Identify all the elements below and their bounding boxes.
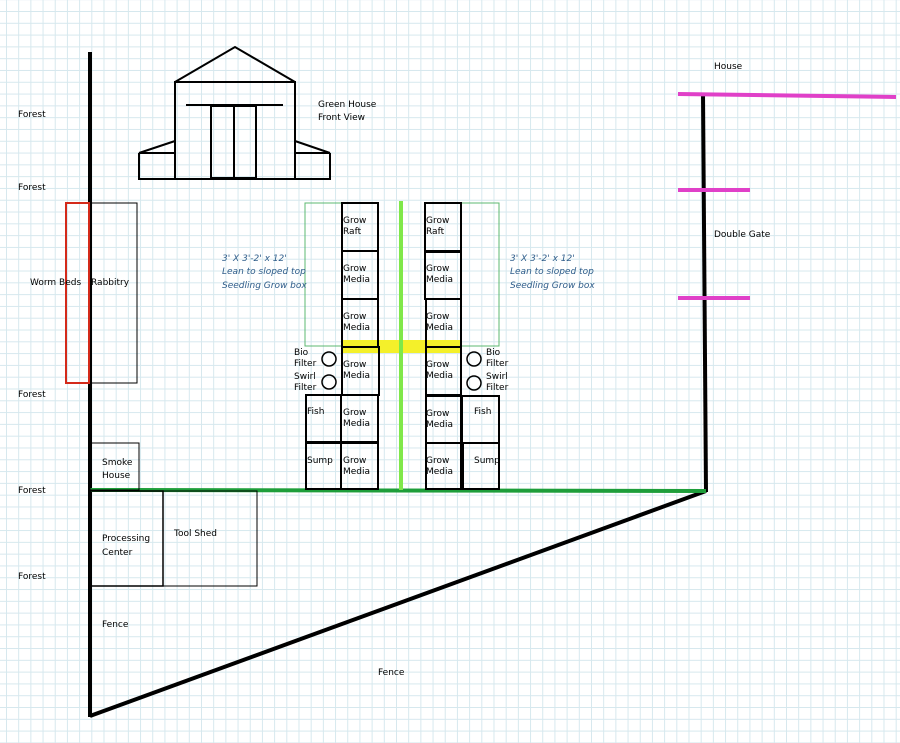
grow-media-label: Grow	[343, 360, 366, 370]
grow-media-label-2: Media	[426, 323, 453, 333]
grow-media-label-2: Media	[343, 419, 370, 429]
bio-filter-label: Bio	[486, 348, 501, 358]
forest-label: Forest	[18, 183, 46, 193]
grow-media-label: Grow	[426, 312, 449, 322]
tool-shed-label: Tool Shed	[173, 529, 217, 539]
greenhouse-boundary-line	[89, 488, 707, 493]
processing-center-label: Processing	[102, 534, 150, 544]
forest-label: Forest	[18, 486, 46, 496]
right-boundary-line	[701, 92, 708, 493]
grow-media-label-2: Media	[426, 420, 453, 430]
grow-raft-label-2: Raft	[426, 227, 445, 237]
forest-label: Forest	[18, 110, 46, 120]
swirl-filter-label: Swirl	[294, 372, 316, 382]
grow-media-label: Grow	[343, 456, 366, 466]
swirl-filter-label: Swirl	[486, 372, 508, 382]
seedling-note-left-3: Seedling Grow box	[222, 281, 307, 291]
grow-media-label-2: Media	[343, 275, 370, 285]
fence-line	[89, 489, 707, 718]
grow-media-label-2: Media	[343, 323, 370, 333]
grow-media-label: Grow	[343, 312, 366, 322]
left-grow-beds	[305, 202, 380, 490]
grow-media-label: Grow	[343, 408, 366, 418]
seedling-note-left: 3' X 3'-2' x 12'	[222, 254, 287, 264]
swirl-filter-label-2: Filter	[486, 383, 509, 393]
grow-media-label: Grow	[426, 264, 449, 274]
worm-beds-box	[65, 202, 90, 384]
seedling-grow-box-right	[460, 202, 500, 347]
fish-tank-label: Fish	[474, 407, 491, 417]
seedling-note-right: 3' X 3'-2' x 12'	[510, 254, 575, 264]
smoke-house-label: Smoke	[102, 458, 133, 468]
grow-media-label: Grow	[426, 456, 449, 466]
grow-media-label: Grow	[343, 264, 366, 274]
smoke-house-label-2: House	[102, 471, 131, 481]
fence-label: Fence	[102, 620, 129, 630]
sump-label: Sump	[307, 456, 333, 466]
smoke-house-box	[89, 442, 140, 491]
forest-label: Forest	[18, 572, 46, 582]
grow-media-label-2: Media	[343, 371, 370, 381]
seedling-note-left-2: Lean to sloped top	[222, 267, 306, 277]
grow-media-label: Grow	[426, 360, 449, 370]
grow-raft-label-2: Raft	[343, 227, 362, 237]
fence-label: Fence	[378, 668, 405, 678]
sump-label: Sump	[474, 456, 500, 466]
house-wall	[677, 92, 897, 99]
swirl-filter-label-2: Filter	[294, 383, 317, 393]
grow-media-label-2: Media	[343, 467, 370, 477]
bio-filter-label-2: Filter	[294, 359, 317, 369]
grow-media-label-2: Media	[426, 371, 453, 381]
double-gate-label: Double Gate	[714, 230, 771, 240]
grow-raft-label: Grow	[426, 216, 449, 226]
seedling-grow-box-left	[304, 202, 343, 347]
grow-media-label: Grow	[426, 409, 449, 419]
seedling-note-right-3: Seedling Grow box	[510, 281, 595, 291]
seedling-note-right-2: Lean to sloped top	[510, 267, 594, 277]
bio-filter-label-2: Filter	[486, 359, 509, 369]
grow-media-label-2: Media	[426, 467, 453, 477]
greenhouse-label: Green House	[318, 100, 377, 110]
tool-shed-box	[162, 490, 258, 587]
rabbitry-label: Rabbitry	[91, 278, 130, 288]
fish-tank-label: Fish	[307, 407, 324, 417]
greenhouse-front-view	[138, 45, 331, 180]
right-grow-beds	[424, 202, 500, 490]
grow-raft-label: Grow	[343, 216, 366, 226]
greenhouse-label-2: Front View	[318, 113, 365, 123]
forest-label: Forest	[18, 390, 46, 400]
bio-filter-label: Bio	[294, 348, 309, 358]
worm-beds-label: Worm Beds	[30, 278, 81, 288]
grow-media-label-2: Media	[426, 275, 453, 285]
house-label: House	[714, 62, 743, 72]
rabbitry-box	[89, 202, 138, 384]
processing-center-label-2: Center	[102, 548, 133, 558]
